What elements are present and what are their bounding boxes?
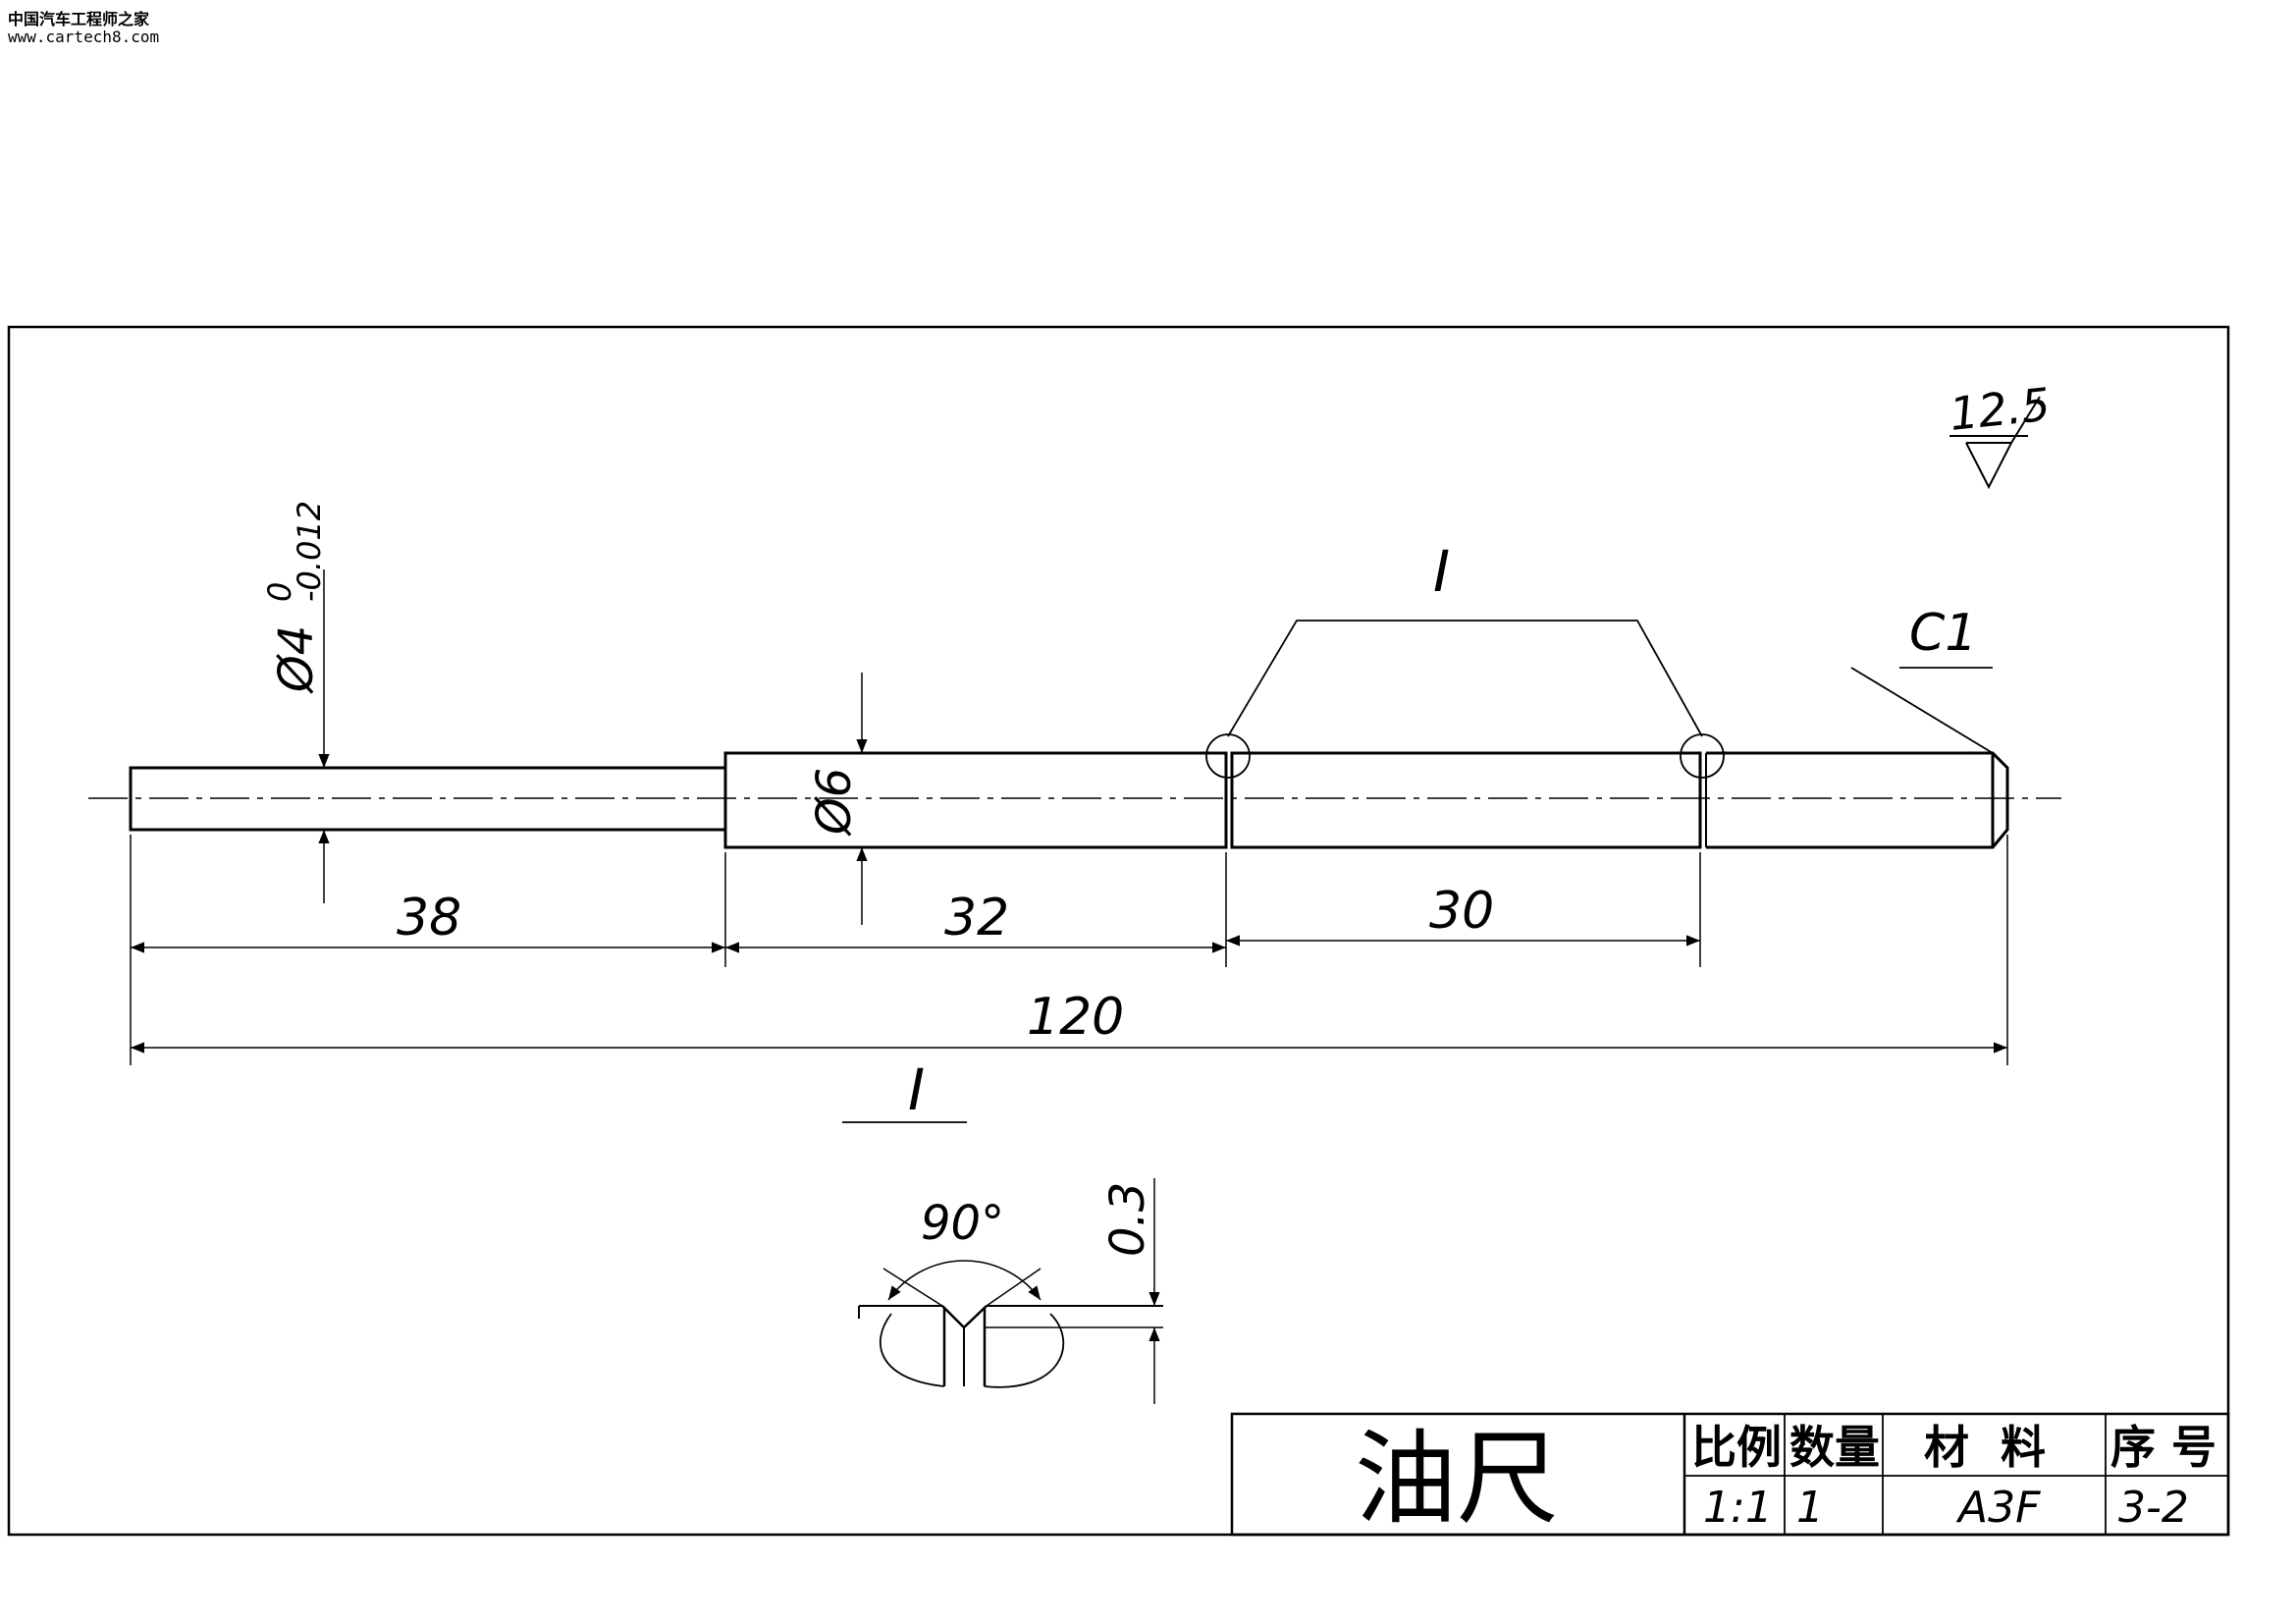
roughness-symbol: 12.5: [1948, 378, 2054, 490]
dim-120: 120: [1027, 988, 1124, 1047]
chamfer-label: C1: [1909, 604, 1977, 663]
header-material: 材 料: [1924, 1421, 2046, 1474]
header-scale: 比例: [1691, 1421, 1782, 1474]
diameter-4-label: Ø4: [269, 625, 324, 694]
tolerance-lower: -0.012: [291, 501, 328, 602]
part-name: 油尺: [1355, 1419, 1559, 1539]
groove-depth-label: 0.3: [1100, 1182, 1155, 1257]
diameter-6-label: Ø6: [807, 768, 862, 837]
horizontal-dimensions: [131, 935, 2007, 1054]
shaft: [129, 751, 2009, 849]
groove-angle-label: 90°: [921, 1196, 1004, 1251]
detail-callout: [1205, 620, 1725, 779]
dim-38: 38: [397, 889, 461, 947]
detail-view-label: I: [908, 1056, 925, 1123]
dim-32: 32: [944, 889, 1009, 947]
title-block: [1230, 1412, 2230, 1537]
value-quantity: 1: [1796, 1483, 1824, 1533]
detail-ref-label: I: [1433, 538, 1450, 605]
value-sequence: 3-2: [2118, 1483, 2189, 1533]
drawing-frame: [7, 325, 2230, 1537]
dim-30: 30: [1429, 882, 1494, 941]
watermark-title: 中国汽车工程师之家: [8, 10, 150, 28]
value-material: A3F: [1955, 1483, 2041, 1533]
detail-view: [858, 1178, 1163, 1404]
watermark-url: www.cartech8.com: [8, 27, 160, 46]
value-scale: 1:1: [1703, 1483, 1773, 1533]
svg-text:12.5: 12.5: [1948, 378, 2054, 441]
header-quantity: 数量: [1789, 1421, 1880, 1474]
tolerance-upper: 0: [261, 582, 298, 602]
header-sequence: 序 号: [2110, 1421, 2216, 1474]
chamfer-leader: [1850, 667, 1994, 754]
